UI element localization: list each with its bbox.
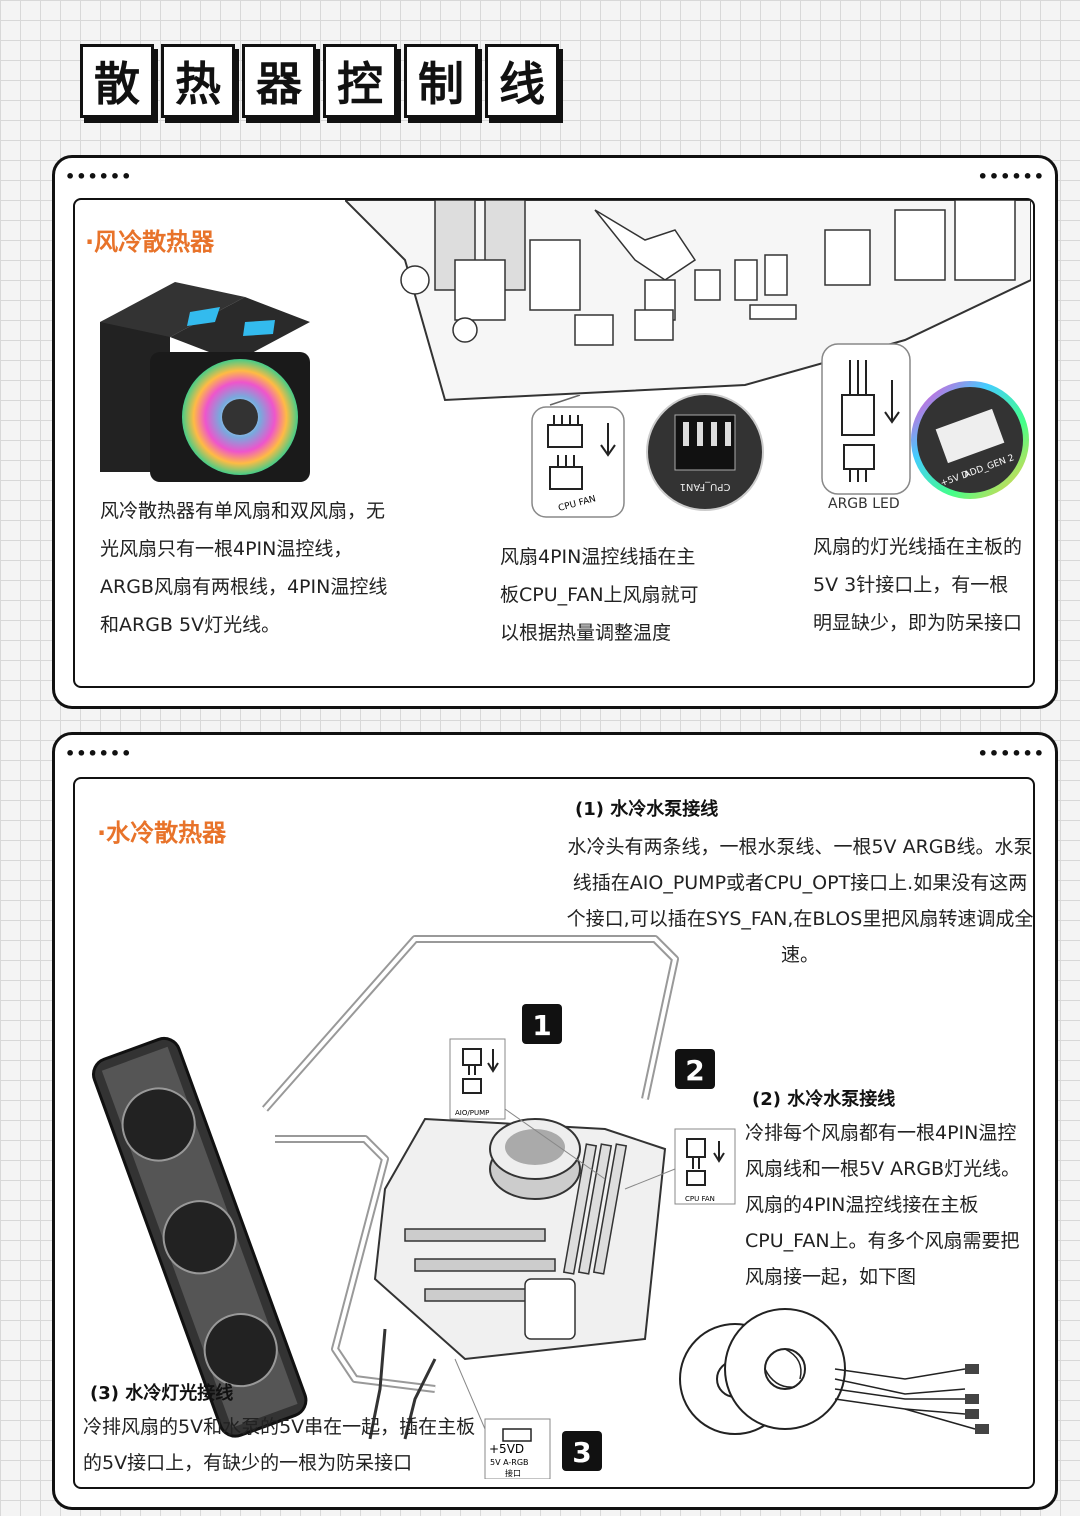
liquid-cooler-card: •••••• •••••• ·水冷散热器 (1) 水冷水泵接线 水冷头有两条线，… [52, 732, 1058, 1510]
liquid-cooler-diagram: AIO/PUMP CPU FAN +5VD 5V A-RGB 接口 1 [92, 935, 736, 1479]
dots-decoration: •••••• [977, 744, 1045, 763]
5v-argb-label: 5V A-RGB [490, 1458, 529, 1467]
radiator-wiring-heading: (2) 水冷水泵接线 [752, 1089, 896, 1110]
title-char: 散 [80, 44, 154, 118]
motherboard-illustration [345, 200, 1031, 402]
cpu-fan1-label: CPU_FAN1 [680, 481, 731, 492]
air-cooler-card: •••••• •••••• ·风冷散热器 [52, 155, 1058, 709]
badge-2: 2 [685, 1054, 704, 1087]
cpu-fan-desc: 风扇4PIN温控线插在主板CPU_FAN上风扇就可以根据热量调整温度 [500, 546, 699, 644]
argb-desc: 风扇的灯光线插在主板的5V 3针接口上，有一根明显缺少，即为防呆接口 [813, 536, 1023, 634]
page-title: 散 热 器 控 制 线 [80, 44, 566, 118]
badge-1: 1 [532, 1009, 551, 1042]
interface-label: 接口 [505, 1468, 521, 1478]
cpu-fan-connector-diagram: CPU FAN [531, 395, 625, 518]
title-char: 线 [485, 44, 559, 118]
radiator-wiring-desc: 冷排每个风扇都有一根4PIN温控风扇线和一根5V ARGB灯光线。风扇的4PIN… [745, 1122, 1021, 1288]
argb-led-connector-diagram: ARGB LED [821, 343, 911, 512]
argb-header-photo: +5V D ADD_GEN 2 [911, 381, 1029, 499]
argb-led-label: ARGB LED [828, 496, 900, 512]
cpu-fan-inset-label: CPU FAN [685, 1195, 715, 1203]
air-cooler-image [100, 282, 310, 482]
pump-wiring-heading: (1) 水冷水泵接线 [575, 799, 719, 820]
dots-decoration: •••••• [65, 167, 133, 186]
title-char: 器 [242, 44, 316, 118]
5vd-inset-label: +5VD [489, 1442, 524, 1456]
title-char: 制 [404, 44, 478, 118]
section-title-air: ·风冷散热器 [85, 228, 215, 256]
title-char: 热 [161, 44, 235, 118]
led-wiring-desc: 冷排风扇的5V和水泵的5V串在一起，插在主板的5V接口上，有缺少的一根为防呆接口 [83, 1416, 476, 1474]
liquid-cooler-panel: ·水冷散热器 (1) 水冷水泵接线 水冷头有两条线，一根水泵线、一根5V ARG… [73, 777, 1035, 1489]
title-char: 控 [323, 44, 397, 118]
multi-fan-illustration [679, 1308, 989, 1435]
air-cooler-desc: 风冷散热器有单风扇和双风扇，无光风扇只有一根4PIN温控线，ARGB风扇有两根线… [100, 500, 388, 636]
pump-wiring-desc: 水冷头有两条线，一根水泵线、一根5V ARGB线。水泵线插在AIO_PUMP或者… [566, 836, 1034, 966]
section-title-liquid: ·水冷散热器 [97, 819, 227, 847]
badge-3: 3 [572, 1436, 591, 1469]
air-cooler-panel: ·风冷散热器 [73, 198, 1035, 688]
cpu-fan-header-photo: CPU_FAN1 [646, 393, 764, 511]
dots-decoration: •••••• [977, 167, 1045, 186]
aio-pump-label: AIO/PUMP [455, 1109, 489, 1117]
led-wiring-heading: (3) 水冷灯光接线 [90, 1383, 234, 1404]
dots-decoration: •••••• [65, 744, 133, 763]
